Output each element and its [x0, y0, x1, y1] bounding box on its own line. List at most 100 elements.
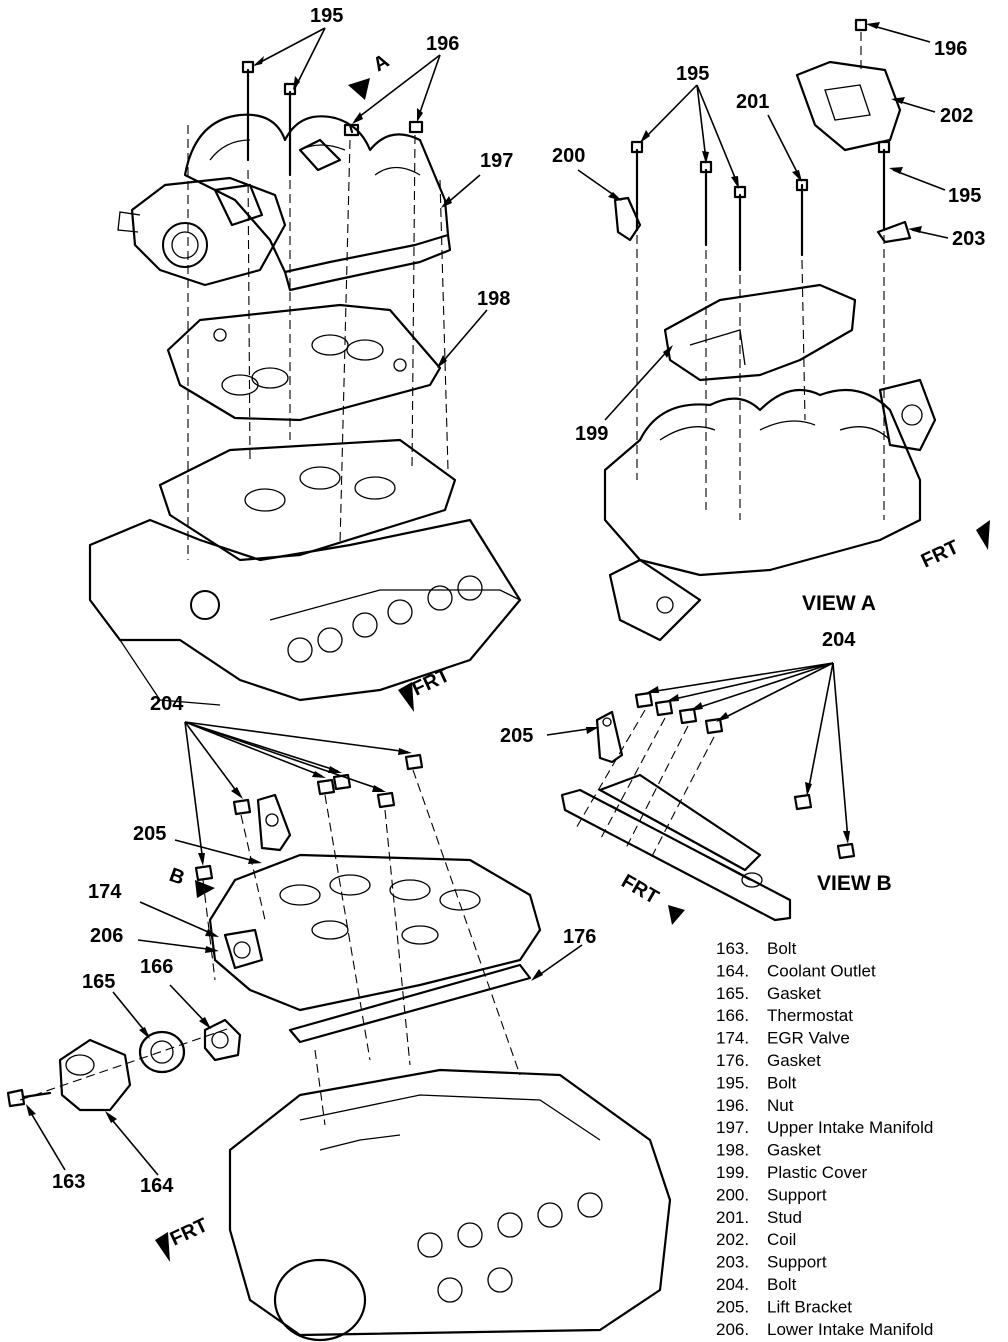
callout-205-view-b: 205	[500, 725, 533, 747]
legend-number: 201.	[716, 1208, 749, 1227]
callout-176: 176	[563, 926, 596, 948]
coolant-outlet-164-drawing	[58, 1038, 132, 1112]
legend-number: 205.	[716, 1297, 749, 1316]
callout-202: 202	[940, 105, 973, 127]
legend-part-name: Coolant Outlet	[767, 961, 876, 980]
frt-label-4: FRT	[167, 1214, 212, 1250]
callout-204-view-b: 204	[822, 629, 856, 651]
view-b-title: VIEW B	[817, 872, 892, 895]
lift-bracket-205-drawing	[256, 793, 292, 852]
legend-number: 202.	[716, 1230, 749, 1249]
legend-number: 197.	[716, 1118, 749, 1137]
gasket-165-drawing	[138, 1030, 186, 1074]
frt-arrow-lower-left: FRT	[155, 1214, 211, 1262]
legend-part-name: Gasket	[767, 1141, 821, 1160]
legend-number: 198.	[716, 1141, 749, 1160]
frt-arrow-upper-left: FRT	[398, 664, 453, 712]
legend-number: 195.	[716, 1073, 749, 1092]
coil-202-drawing	[795, 18, 902, 152]
callout-195-view-a: 195	[676, 63, 709, 85]
legend-number: 164.	[716, 961, 749, 980]
callout-196-right: 196	[934, 38, 967, 60]
callout-197: 197	[480, 150, 513, 172]
upper-intake-assembly	[88, 60, 522, 706]
lower-bolts-204	[194, 753, 424, 882]
legend-number: 165.	[716, 984, 749, 1003]
callout-204-lower: 204	[150, 693, 184, 715]
legend-part-name: Gasket	[767, 984, 821, 1003]
frt-label-2: FRT	[918, 536, 963, 572]
bolt-163-drawing	[6, 1088, 52, 1108]
legend-number: 204.	[716, 1275, 749, 1294]
upper-manifold-drawing	[183, 113, 452, 292]
legend-part-name: Bolt	[767, 1275, 797, 1294]
legend-part-name: Nut	[767, 1096, 794, 1115]
legend-part-name: Support	[767, 1253, 827, 1272]
callout-164: 164	[140, 1175, 174, 1197]
view-a-title: VIEW A	[802, 592, 876, 615]
legend-number: 200.	[716, 1185, 749, 1204]
lower-manifold-206-drawing	[208, 853, 542, 1044]
legend-part-name: Upper Intake Manifold	[767, 1118, 933, 1137]
gasket-198-drawing	[166, 303, 442, 422]
legend-number: 166.	[716, 1006, 749, 1025]
frt-label-1: FRT	[409, 664, 454, 700]
throttle-body-drawing	[117, 176, 287, 287]
view-a-bolts	[613, 140, 912, 272]
legend-number: 199.	[716, 1163, 749, 1182]
legend-part-name: EGR Valve	[767, 1029, 850, 1048]
view-marker-b: B	[166, 864, 215, 898]
legend-number: 206.	[716, 1320, 749, 1339]
view-b-assembly	[560, 691, 856, 922]
legend-part-name: Plastic Cover	[767, 1163, 867, 1182]
legend-part-name: Coil	[767, 1230, 796, 1249]
legend-number: 203.	[716, 1253, 749, 1272]
callout-200: 200	[552, 145, 585, 167]
legend-number: 196.	[716, 1096, 749, 1115]
bolts-195-upper	[241, 60, 424, 177]
frt-arrow-view-b: FRT	[618, 870, 685, 925]
callout-199: 199	[575, 423, 608, 445]
view-a-manifold-drawing	[603, 378, 937, 642]
leader-lines	[26, 22, 949, 1176]
frt-arrow-view-a: FRT	[918, 520, 990, 573]
legend-part-name: Thermostat	[767, 1006, 853, 1025]
lower-intake-assembly	[6, 753, 672, 1342]
legend-number: 174.	[716, 1029, 749, 1048]
legend-part-name: Support	[767, 1185, 827, 1204]
callout-163: 163	[52, 1171, 85, 1193]
view-b-lift-bracket	[595, 710, 624, 764]
view-marker-b-label: B	[166, 864, 187, 890]
view-a-assembly	[603, 18, 937, 642]
legend-part-name: Bolt	[767, 1073, 797, 1092]
parts-legend: 163. Bolt 164. Coolant Outlet 165. Gasket 166.…	[716, 939, 933, 1339]
view-b-bolts	[634, 691, 856, 860]
callout-195-right: 195	[948, 185, 981, 207]
callout-166: 166	[140, 956, 173, 978]
frt-label-3: FRT	[618, 870, 663, 908]
callout-205-lower: 205	[133, 823, 166, 845]
lower-engine-block-drawing	[228, 1068, 672, 1342]
legend-part-name: Stud	[767, 1208, 802, 1227]
callout-201: 201	[736, 91, 769, 113]
legend-part-name: Gasket	[767, 1051, 821, 1070]
view-marker-a: A	[348, 50, 393, 100]
legend-part-name: Bolt	[767, 939, 797, 958]
callout-198: 198	[477, 288, 510, 310]
callout-165: 165	[82, 971, 115, 993]
lower-engine-top-drawing	[88, 438, 522, 706]
callout-203: 203	[952, 228, 985, 250]
callout-195-top: 195	[310, 5, 343, 27]
view-b-manifold-rail-drawing	[560, 773, 792, 922]
plastic-cover-199-drawing	[663, 283, 857, 382]
thermostat-166-drawing	[203, 1018, 242, 1062]
callout-174: 174	[88, 881, 122, 903]
legend-part-name: Lift Bracket	[767, 1297, 852, 1316]
callout-196-top: 196	[426, 33, 459, 55]
legend-number: 163.	[716, 939, 749, 958]
view-marker-a-label: A	[370, 50, 394, 76]
callout-206: 206	[90, 925, 123, 947]
legend-number: 176.	[716, 1051, 749, 1070]
legend-part-name: Lower Intake Manifold	[767, 1320, 933, 1339]
